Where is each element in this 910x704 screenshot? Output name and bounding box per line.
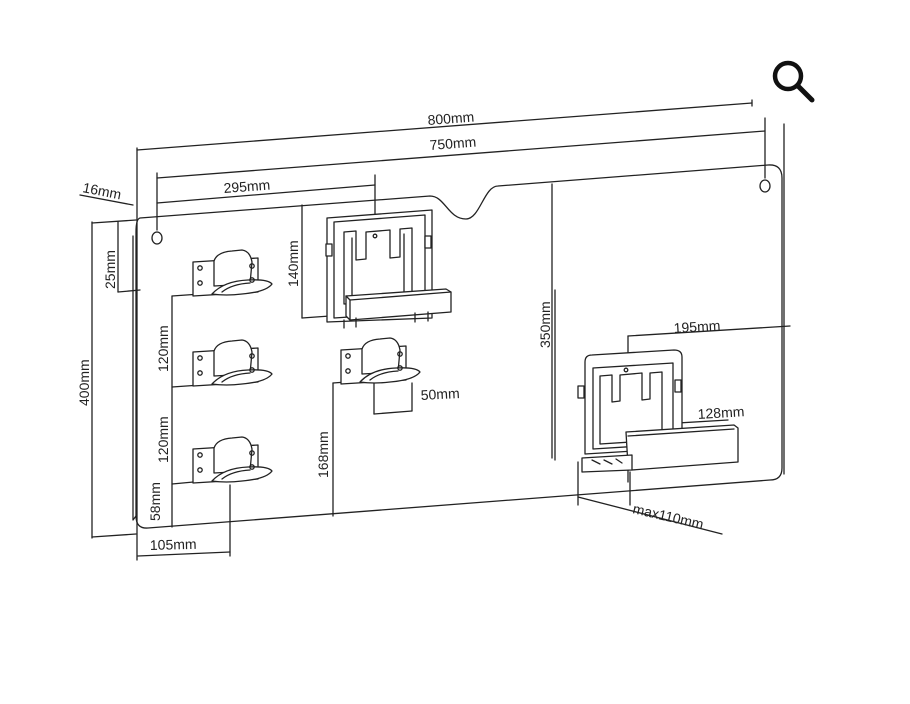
dimension-lines-top [79, 99, 785, 561]
label-195mm: 195mm [673, 317, 721, 336]
dimension-lines-middle [301, 204, 413, 517]
panel-edge [132, 235, 137, 521]
label-max110mm: max110mm [631, 500, 705, 532]
mount-hole-left [151, 231, 163, 245]
label-25mm: 25mm [102, 250, 118, 289]
tray-holder-small [325, 209, 452, 329]
label-400mm: 400mm [76, 359, 92, 406]
label-168mm: 168mm [315, 431, 331, 478]
label-800mm: 800mm [427, 109, 475, 128]
label-58mm: 58mm [147, 482, 163, 521]
hook-top [192, 249, 273, 297]
label-16mm: 16mm [81, 179, 122, 202]
hook-bottom [192, 436, 273, 484]
label-128mm: 128mm [697, 403, 745, 422]
mount-hole-right [759, 179, 771, 193]
label-120mm-lower: 120mm [155, 416, 171, 463]
label-350mm: 350mm [537, 301, 553, 348]
label-140mm: 140mm [285, 240, 301, 287]
label-50mm: 50mm [420, 385, 460, 403]
tray-holder-large [577, 349, 739, 473]
label-295mm: 295mm [223, 177, 271, 196]
hook-middle [192, 339, 273, 387]
hook-center [340, 337, 421, 385]
magnifier-icon[interactable] [764, 52, 820, 108]
label-120mm-upper: 120mm [155, 325, 171, 372]
label-105mm: 105mm [150, 536, 197, 553]
label-750mm: 750mm [429, 134, 477, 153]
